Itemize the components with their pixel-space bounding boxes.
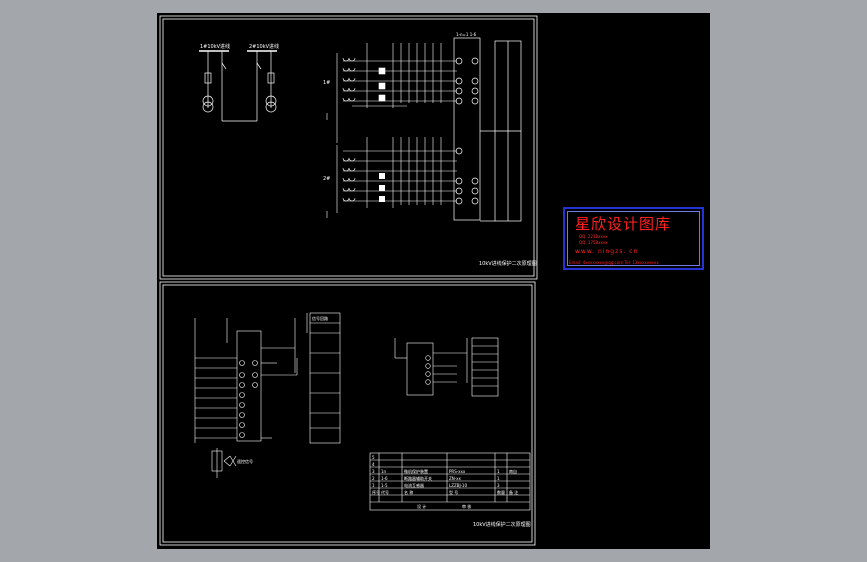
- title-block-cell: 电流互感器: [404, 482, 424, 488]
- title-block-cell: 南自: [509, 468, 517, 474]
- current-circuit-b: [326, 137, 457, 218]
- stamp-line-2: QQ: 1758xxxx: [579, 240, 608, 245]
- current-circuit-a: [326, 43, 457, 143]
- title-block-cell: 5: [372, 455, 375, 460]
- title-block-cell: 2: [372, 476, 375, 481]
- bottom-caption: 10kV进线保护二次原理图: [473, 521, 531, 528]
- title-block-cell: 3: [372, 469, 375, 474]
- bottom-panel-frame: [159, 281, 536, 546]
- title-block-cell: 序号: [372, 489, 380, 495]
- title-block-cell: 1-6: [381, 476, 388, 481]
- top-caption: 10kV进线保护二次原理图: [479, 260, 537, 267]
- title-block-cell: 1: [497, 469, 500, 474]
- title-block-cell: 数量: [497, 489, 505, 495]
- title-block-cell: 3: [497, 483, 500, 488]
- title-block-cell: 1-5: [381, 483, 388, 488]
- watermark-stamp: 星欣设计图库 QQ: 2218xxxx QQ: 1758xxxx www. ni…: [563, 207, 704, 270]
- group-a-label: 1#: [323, 80, 330, 86]
- title-block-cell: 1: [372, 483, 375, 488]
- title-block-cell: PRS-xxx: [449, 469, 466, 474]
- stamp-brand: 星欣设计图库: [575, 215, 672, 233]
- primary-circuit: [199, 50, 277, 122]
- control-circuit: [194, 312, 341, 478]
- remote-signal-label: 遥控信号: [237, 458, 253, 464]
- title-block-text: 5 4 3 1n 微机保护装置 PRS-xxx 1 南自 2 1-6 断路器辅助开关 ZN-xx 1 1 1…: [372, 455, 518, 509]
- title-block-cell: 4: [372, 462, 375, 467]
- drawing-sheet: 1#10kV进线 2#10kV进线 1#: [157, 13, 710, 549]
- schematic-canvas: 1#10kV进线 2#10kV进线 1#: [159, 15, 538, 546]
- signal-legend-title: 信号回路: [312, 315, 328, 321]
- title-block-cell: 型 号: [449, 489, 458, 495]
- title-block-cell: LZZBJ-10: [449, 483, 467, 488]
- title-block-cell: 代号: [381, 489, 389, 495]
- stamp-url: www. ningzs. cn: [575, 248, 639, 255]
- stamp-line-1: QQ: 2218xxxx: [579, 234, 608, 239]
- title-block-cell: 备 注: [509, 489, 518, 495]
- feeder-right-label: 2#10kV进线: [249, 43, 279, 50]
- group-b-label: 2#: [323, 176, 330, 182]
- title-block-cell: 1n: [381, 469, 387, 474]
- title-block-cell: ZN-xx: [449, 476, 462, 481]
- terminal-strip: [453, 37, 522, 222]
- stamp-contact: Email: 4xxxxxxxx@qq.com Tel: 13xxxxxxxxx: [569, 260, 659, 265]
- terminal-block-label: 1-n=1 1-6: [456, 32, 477, 37]
- top-panel-frame: [159, 15, 538, 280]
- title-block-cell: 断路器辅助开关: [404, 475, 432, 481]
- title-block-footer: 审 核: [462, 503, 471, 509]
- title-block-cell: 名 称: [404, 489, 413, 495]
- feeder-labels: 1#10kV进线 2#10kV进线: [200, 43, 279, 50]
- feeder-left-label: 1#10kV进线: [200, 43, 230, 50]
- signal-block: [394, 337, 499, 397]
- title-block-footer: 设 计: [417, 503, 426, 509]
- title-block: [369, 452, 531, 511]
- title-block-cell: 1: [497, 476, 500, 481]
- title-block-cell: 微机保护装置: [404, 468, 428, 474]
